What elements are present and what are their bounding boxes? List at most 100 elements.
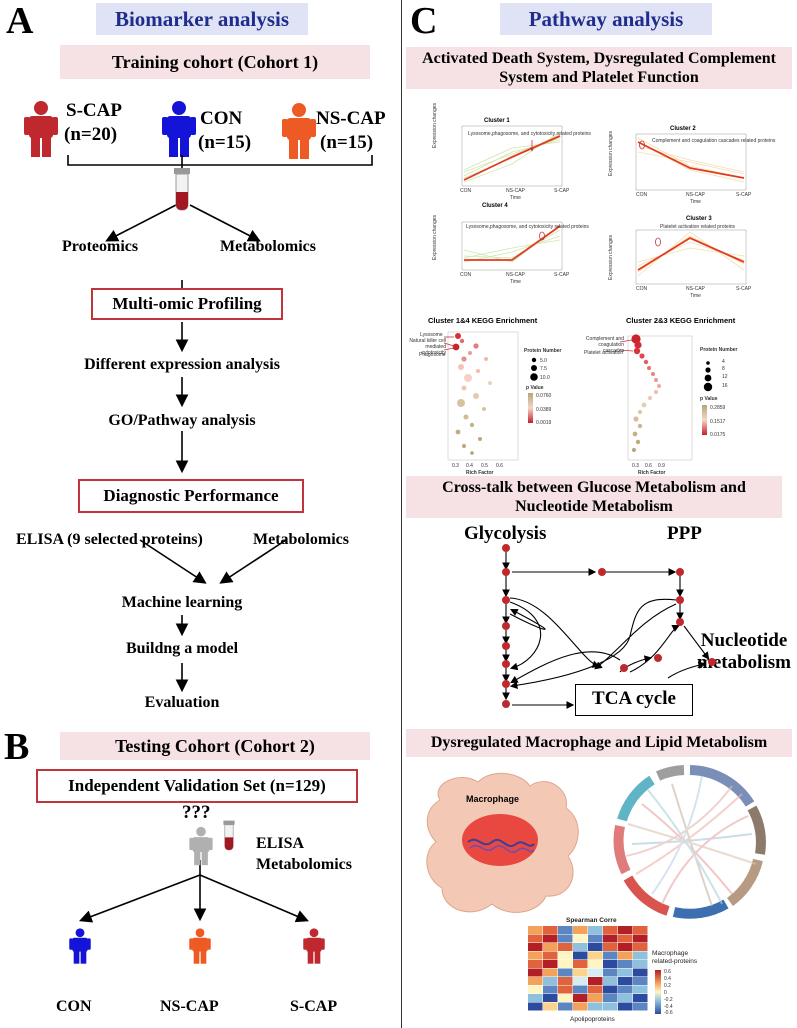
heatmap-cell bbox=[528, 968, 543, 977]
c3-y-label: Expression changes bbox=[608, 234, 614, 280]
heatmap-cell bbox=[558, 968, 573, 977]
heatmap-cell bbox=[603, 968, 618, 977]
person-icon-out-con bbox=[69, 928, 91, 964]
metabolic-network bbox=[502, 544, 716, 709]
elisa-label-b: ELISA bbox=[256, 835, 305, 852]
kegg-left-size-title: Protein Number bbox=[524, 348, 562, 354]
heatmap-cell bbox=[573, 943, 588, 951]
heatmap-cell bbox=[528, 977, 543, 985]
heatmap-cell bbox=[618, 934, 633, 943]
c3-x-con: CON bbox=[636, 286, 648, 292]
kegg-right-p-title: p Value bbox=[700, 396, 718, 402]
heatmap-cell bbox=[633, 985, 648, 994]
heatmap-cell bbox=[618, 926, 633, 934]
heatmap-cell bbox=[543, 977, 558, 985]
cluster-4-plot bbox=[461, 221, 563, 271]
panel-divider bbox=[401, 0, 402, 1028]
heatmap-cell bbox=[558, 951, 573, 960]
scale-v3: 0.2 bbox=[664, 983, 671, 989]
heatmap-cell bbox=[588, 926, 603, 934]
macrophage-header: Dysregulated Macrophage and Lipid Metabo… bbox=[406, 729, 792, 757]
kegg-right-x-label: Rich Factor bbox=[638, 470, 666, 476]
heatmap-cell bbox=[558, 926, 573, 934]
tca-box bbox=[575, 684, 693, 716]
kegg-right-x-1: 0.3 bbox=[632, 463, 639, 469]
heatmap-cell bbox=[558, 934, 573, 943]
heatmap-cell bbox=[633, 960, 648, 968]
heatmap-ylabel: Macrophage related-proteins bbox=[652, 950, 698, 965]
heatmap-cell bbox=[633, 1002, 648, 1011]
heatmap-cell bbox=[528, 994, 543, 1002]
c4-x-con: CON bbox=[460, 272, 472, 278]
kegg-right-term-1: Complement and coagulation cascades bbox=[585, 336, 624, 354]
cluster-2-title: Cluster 2 bbox=[670, 126, 696, 132]
heatmap-cell bbox=[588, 960, 603, 968]
heatmap-cell bbox=[528, 926, 543, 934]
heatmap-color-scale bbox=[655, 970, 661, 1014]
c4-x-scap: S-CAP bbox=[554, 272, 570, 278]
heatmap-cell bbox=[558, 960, 573, 968]
heatmap-cell bbox=[588, 1002, 603, 1011]
go-pathway-label: GO/Pathway analysis bbox=[108, 412, 256, 429]
c3-x-time: Time bbox=[690, 293, 701, 299]
outcome-label-con: CON bbox=[56, 998, 92, 1015]
heatmap-cell bbox=[633, 934, 648, 943]
kegg-left-p-1: 0.0760 bbox=[536, 393, 552, 399]
heatmap-cell bbox=[558, 985, 573, 994]
test-tube-icon bbox=[174, 168, 190, 211]
heatmap-cell bbox=[543, 943, 558, 951]
kegg-left-size-3: 10.0 bbox=[540, 375, 550, 381]
c3-x-nscap: NS-CAP bbox=[686, 286, 705, 292]
kegg-left-x-4: 0.6 bbox=[496, 463, 503, 469]
kegg-left-title: Cluster 1&4 KEGG Enrichment bbox=[428, 316, 538, 325]
heatmap-cell bbox=[543, 951, 558, 960]
kegg-left-p-title: p Value bbox=[526, 385, 544, 391]
heatmap-cell bbox=[543, 926, 558, 934]
person-icon-con bbox=[162, 101, 196, 157]
heatmap-cell bbox=[618, 943, 633, 951]
heatmap-cell bbox=[603, 934, 618, 943]
chord-diagram bbox=[613, 765, 766, 919]
heatmap-cell bbox=[573, 977, 588, 985]
kegg-right-p-1: 0.2859 bbox=[710, 405, 726, 411]
cluster-4-title: Cluster 4 bbox=[482, 203, 508, 209]
kegg-right-title: Cluster 2&3 KEGG Enrichment bbox=[626, 316, 736, 325]
heatmap-cell bbox=[528, 934, 543, 943]
heatmap-cell bbox=[603, 977, 618, 985]
heatmap-cell bbox=[588, 934, 603, 943]
kegg-left-x-2: 0.4 bbox=[466, 463, 473, 469]
heatmap-cell bbox=[633, 977, 648, 985]
kegg-left-x-label: Rich Factor bbox=[466, 470, 494, 476]
kegg-left-size-2: 7.5 bbox=[540, 366, 547, 372]
training-cohort-header: Training cohort (Cohort 1) bbox=[60, 45, 370, 79]
death-system-header: Activated Death System, Dysregulated Com… bbox=[406, 47, 792, 89]
outcome-label-nscap: NS-CAP bbox=[160, 998, 219, 1015]
macrophage-label: Macrophage bbox=[466, 794, 520, 804]
heatmap-cell bbox=[573, 1002, 588, 1011]
heatmap-cell bbox=[618, 951, 633, 960]
elisa-label: ELISA (9 selected proteins) bbox=[16, 531, 203, 548]
c1-x-scap: S-CAP bbox=[554, 188, 570, 194]
heatmap-cell bbox=[633, 951, 648, 960]
c2-x-time: Time bbox=[690, 199, 701, 205]
cluster-2-plot bbox=[635, 133, 747, 191]
heatmap-cell bbox=[633, 994, 648, 1002]
heatmap-cell bbox=[573, 934, 588, 943]
c4-x-time: Time bbox=[510, 279, 521, 285]
kegg-right-p-2: 0.1517 bbox=[710, 419, 726, 425]
heatmap-cell bbox=[588, 951, 603, 960]
heatmap-cell bbox=[603, 951, 618, 960]
heatmap-cell bbox=[528, 1002, 543, 1011]
heatmap-cell bbox=[543, 934, 558, 943]
heatmap-cell bbox=[528, 960, 543, 968]
heatmap-cell bbox=[618, 985, 633, 994]
cluster-3-note: Platelet activation related proteins bbox=[660, 224, 736, 230]
heatmap-cell bbox=[543, 968, 558, 977]
kegg-dot-plots bbox=[443, 331, 713, 461]
scale-v6: -0.4 bbox=[664, 1004, 673, 1010]
heatmap-cell bbox=[618, 960, 633, 968]
heatmap-cell bbox=[588, 968, 603, 977]
evaluation-label: Evaluation bbox=[144, 694, 220, 711]
glycolysis-label: Glycolysis bbox=[464, 523, 547, 544]
kegg-left-size-1: 5.0 bbox=[540, 358, 547, 364]
